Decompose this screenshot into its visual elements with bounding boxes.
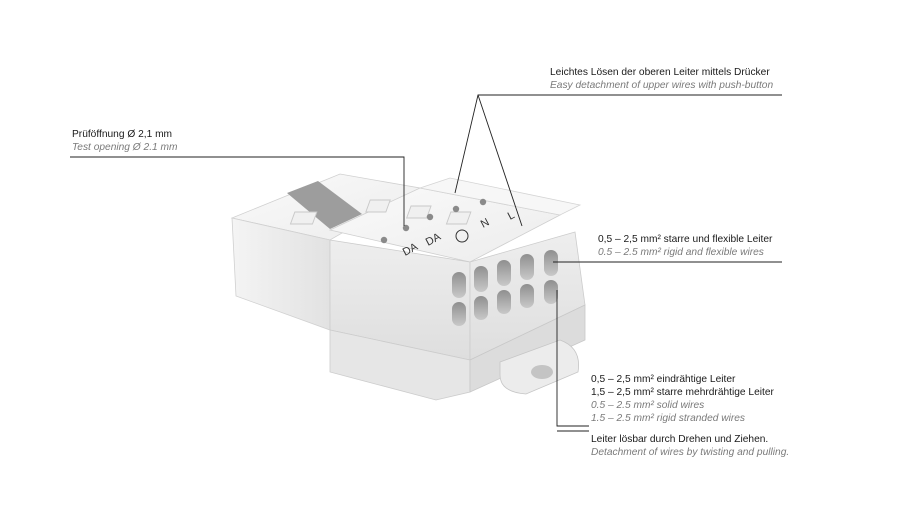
test-opening-en: Test opening Ø 2.1 mm — [72, 142, 178, 153]
annotation-test-opening: Prüföffnung Ø 2,1 mm Test opening Ø 2.1 … — [72, 128, 178, 154]
wire-entries-lower — [452, 280, 558, 326]
annotation-wire-range: 0,5 – 2,5 mm² starre und flexible Leiter… — [598, 233, 772, 259]
label-strip — [287, 181, 362, 229]
solid-stranded-en2: 1.5 – 2.5 mm² rigid stranded wires — [591, 413, 746, 424]
annotation-detachment: Leiter lösbar durch Drehen und Ziehen. D… — [591, 433, 789, 459]
marking-l: L — [506, 209, 517, 222]
leader-lines — [70, 94, 782, 432]
earth-symbol — [455, 229, 469, 243]
mounting-hole — [531, 365, 553, 379]
detachment-en: Detachment of wires by twisting and pull… — [591, 447, 790, 458]
push-button-de: Leichtes Lösen der oberen Leiter mittels… — [550, 67, 770, 78]
leader-solid-stranded — [556, 290, 589, 427]
wire-range-en: 0.5 – 2.5 mm² rigid and flexible wires — [598, 247, 764, 258]
detachment-de: Leiter lösbar durch Drehen und Ziehen. — [591, 434, 769, 445]
leader-push-button-2 — [477, 94, 523, 227]
annotation-push-button: Leichtes Lösen der oberen Leiter mittels… — [550, 66, 773, 92]
test-openings — [380, 198, 487, 244]
solid-stranded-de1: 0,5 – 2,5 mm² eindrähtige Leiter — [591, 374, 736, 385]
push-button-en: Easy detachment of upper wires with push… — [550, 80, 774, 91]
solid-stranded-en1: 0.5 – 2.5 mm² solid wires — [591, 400, 705, 411]
push-buttons — [289, 199, 472, 225]
housing-body — [230, 173, 422, 331]
test-opening-de: Prüföffnung Ø 2,1 mm — [72, 129, 173, 140]
annotation-solid-stranded: 0,5 – 2,5 mm² eindrähtige Leiter 1,5 – 2… — [591, 373, 774, 425]
leader-test-opening — [70, 156, 405, 226]
leader-push-button — [454, 94, 782, 194]
wire-range-de: 0,5 – 2,5 mm² starre und flexible Leiter — [598, 234, 773, 245]
solid-stranded-de2: 1,5 – 2,5 mm² starre mehrdrähtige Leiter — [591, 387, 774, 398]
wire-entries-upper — [452, 250, 558, 298]
